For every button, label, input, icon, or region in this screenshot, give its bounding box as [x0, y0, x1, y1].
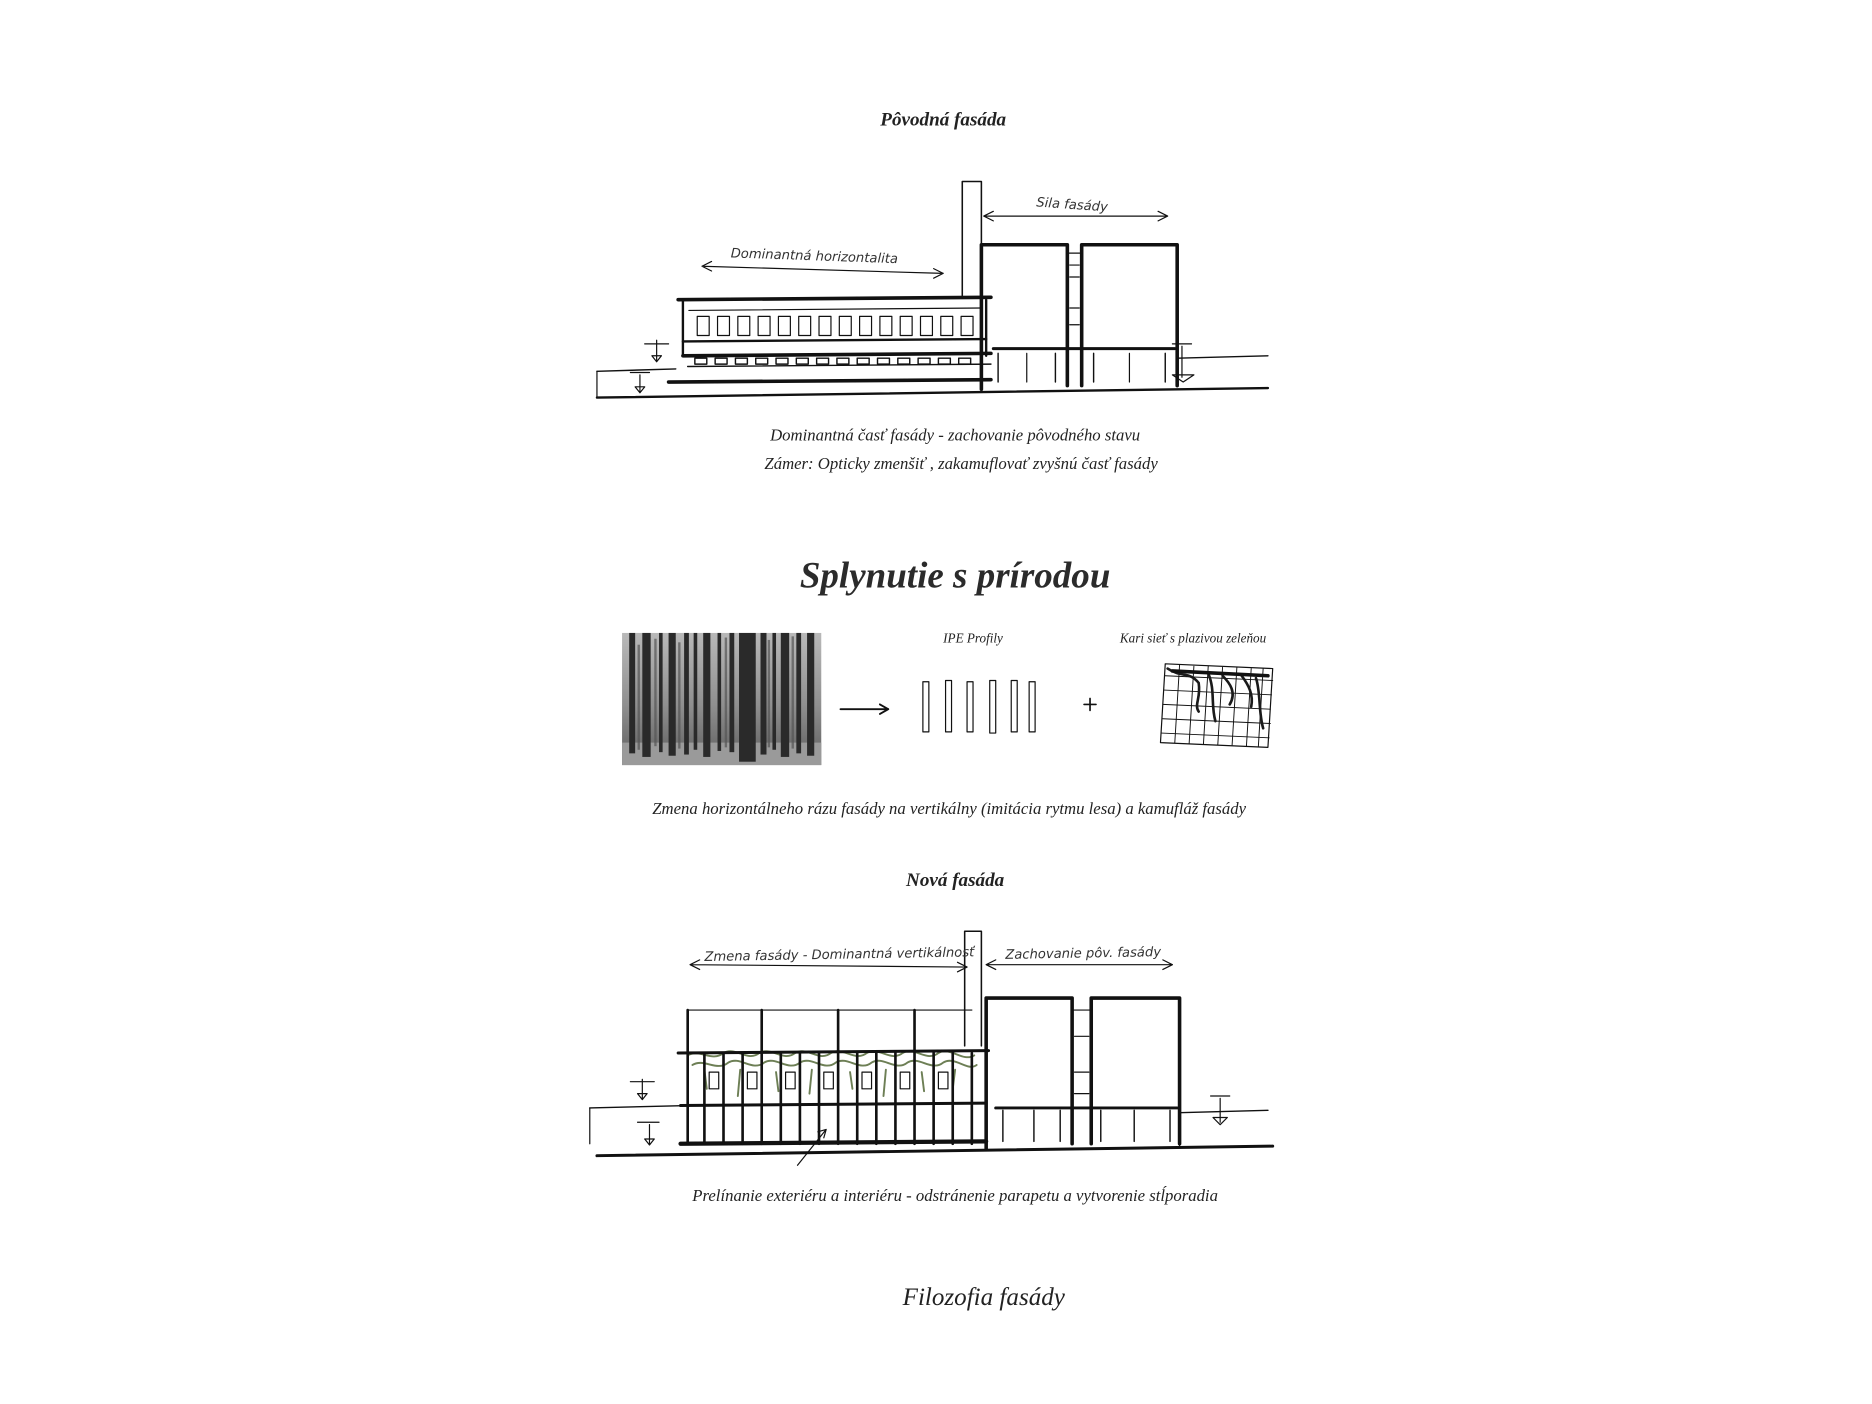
original-facade-title: Pôvodná fasáda: [880, 109, 1007, 131]
concept-caption: Zmena horizontálneho rázu fasády na vert…: [652, 801, 1247, 820]
annotation-keep: Zachovanie pôv. fasády: [1005, 944, 1162, 963]
concept-title: Splynutie s prírodou: [799, 553, 1111, 596]
arrow-right-icon: [839, 703, 890, 715]
original-caption-1: Dominantná časť fasády - zachovanie pôvo…: [770, 427, 1141, 446]
ipe-label: IPE Profily: [943, 631, 1003, 646]
ipe-profiles: [922, 679, 1036, 734]
new-caption: Prelínanie exteriéru a interiéru - odstr…: [692, 1187, 1218, 1206]
new-facade-title: Nová fasáda: [906, 870, 1005, 891]
original-caption-2: Zámer: Opticky zmenšiť , zakamuflovať zv…: [764, 456, 1158, 474]
sheet-title: Filozofia fasády: [902, 1282, 1065, 1311]
forest-photo: [622, 632, 822, 766]
mesh-label: Kari sieť s plazivou zeleňou: [1119, 631, 1267, 646]
mesh-with-greenery: [1159, 663, 1274, 748]
